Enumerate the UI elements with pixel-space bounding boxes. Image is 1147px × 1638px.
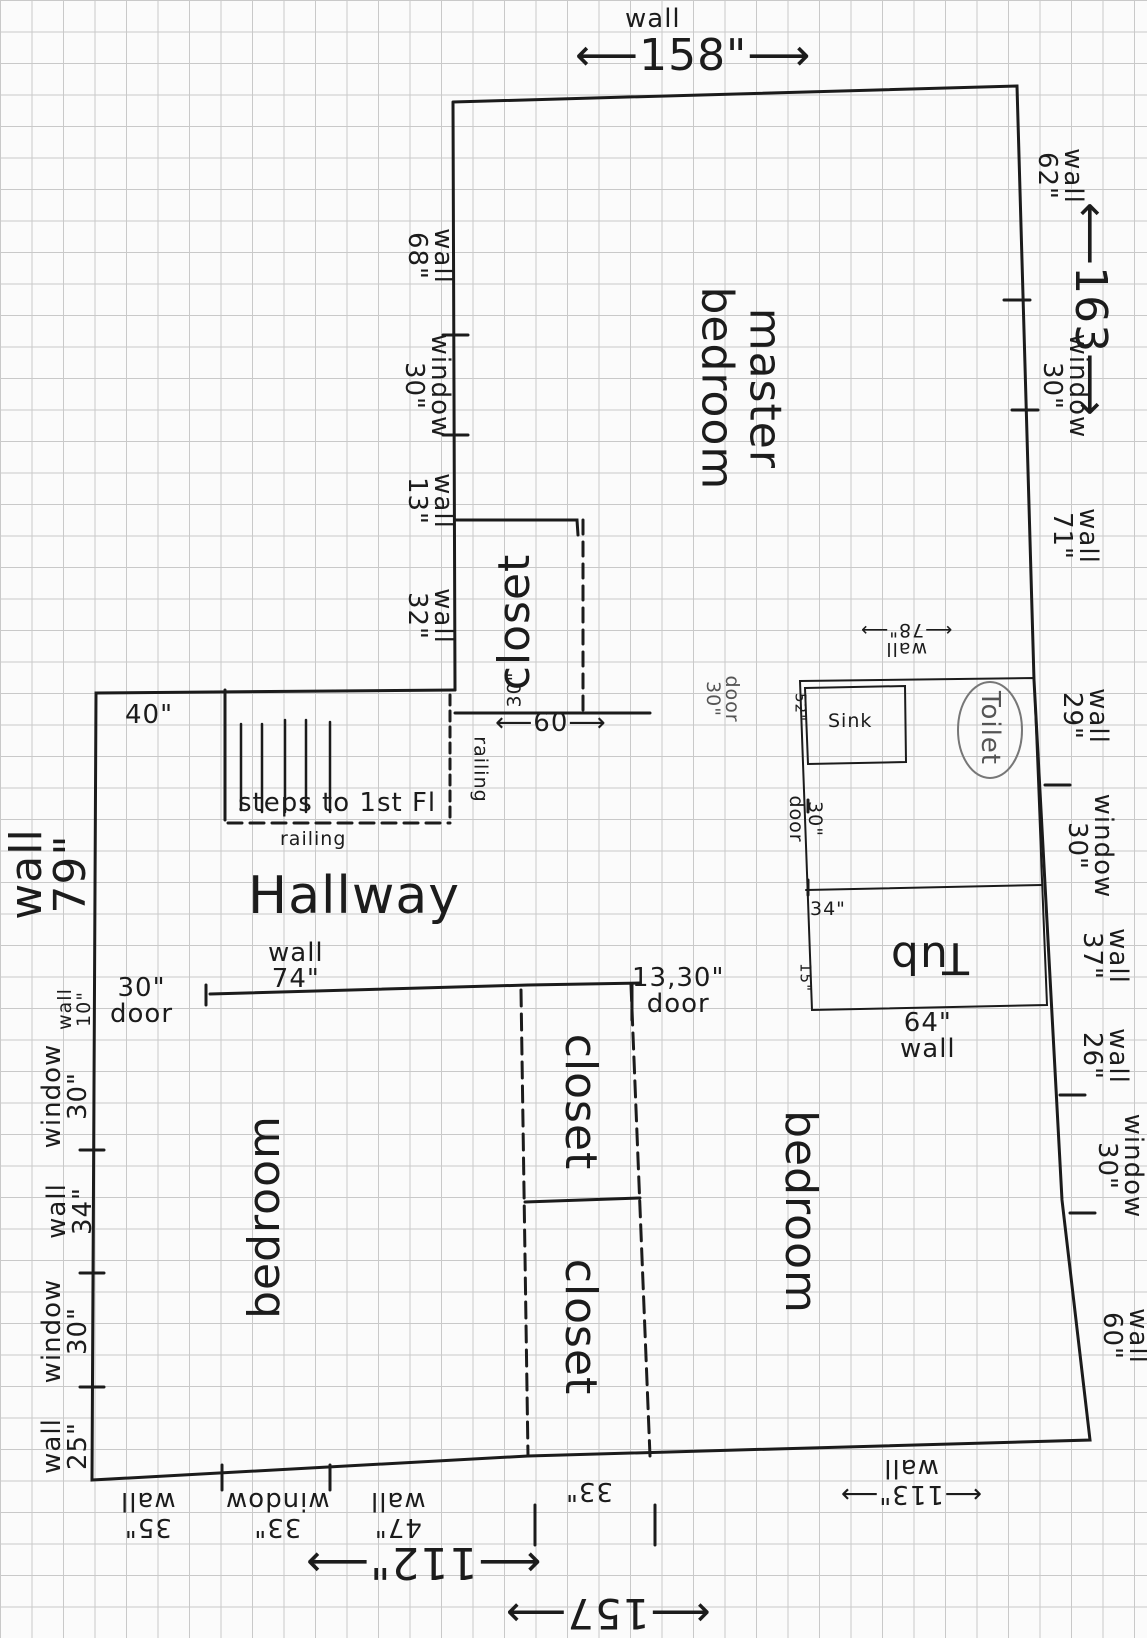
closet-60-label: ⟵60⟶ bbox=[495, 708, 607, 738]
bath-15-label: 15" bbox=[796, 963, 815, 992]
hall-40-label: 40" bbox=[125, 700, 174, 730]
closet-right-edge bbox=[629, 983, 652, 1458]
bottom-dim-157: ⟵157⟶ bbox=[505, 1589, 711, 1638]
wall-ticks bbox=[78, 298, 1097, 1547]
toilet-label: Toilet bbox=[975, 690, 1005, 765]
railing-label: railing bbox=[280, 828, 347, 850]
hallway-label: Hallway bbox=[248, 866, 461, 926]
stair-treads bbox=[239, 718, 332, 814]
steps-label: steps to 1st Fl bbox=[238, 788, 437, 818]
bath-34-label: 34" bbox=[810, 898, 846, 920]
tub-top bbox=[805, 884, 1043, 891]
sink-label: Sink bbox=[828, 710, 873, 732]
bath-52-label: 52" bbox=[791, 693, 810, 722]
bottom-wall-47: 47"wall bbox=[370, 1486, 426, 1542]
tub-label: Tub bbox=[890, 932, 970, 983]
lower-closet-label: closet bbox=[555, 1258, 606, 1396]
left-door-30: 30"door bbox=[110, 973, 174, 1029]
toilet-shape bbox=[957, 681, 1023, 779]
bottom-wall-35: 35"wall bbox=[120, 1486, 176, 1542]
bathroom-box bbox=[798, 676, 1049, 1012]
mid-closet-label: closet bbox=[555, 1033, 606, 1171]
master-bedroom-walls bbox=[451, 84, 1092, 1458]
bath-door-30: 30"door bbox=[785, 795, 826, 843]
middle-door-30: 13,30" door bbox=[632, 963, 725, 1019]
sink-box bbox=[803, 684, 908, 766]
wall-74 bbox=[208, 981, 642, 996]
bottom-right-wall: ⟵113"⟶wall bbox=[840, 1453, 983, 1509]
railing-vertical-label: railing bbox=[469, 736, 492, 803]
left-bedroom-label: bedroom bbox=[239, 1115, 290, 1319]
hallway-walls bbox=[90, 688, 530, 1482]
top-wall-label: wall bbox=[625, 4, 681, 34]
master-closet bbox=[453, 518, 580, 537]
right-bedroom-label: bedroom bbox=[775, 1110, 826, 1314]
bottom-33-label: 33" bbox=[565, 1476, 614, 1506]
bottom-window-33: 33"window bbox=[225, 1486, 330, 1542]
bath-wall-78: wall⟵78"⟶ bbox=[860, 619, 953, 660]
bath-wall-64: 64"wall bbox=[900, 1008, 956, 1064]
closet-divider bbox=[523, 1196, 642, 1204]
closet-left-edge bbox=[519, 988, 530, 1458]
top-dimension: ⟵158"⟶ bbox=[575, 30, 812, 81]
bottom-dim-112: ⟵112"⟶ bbox=[305, 1537, 542, 1588]
